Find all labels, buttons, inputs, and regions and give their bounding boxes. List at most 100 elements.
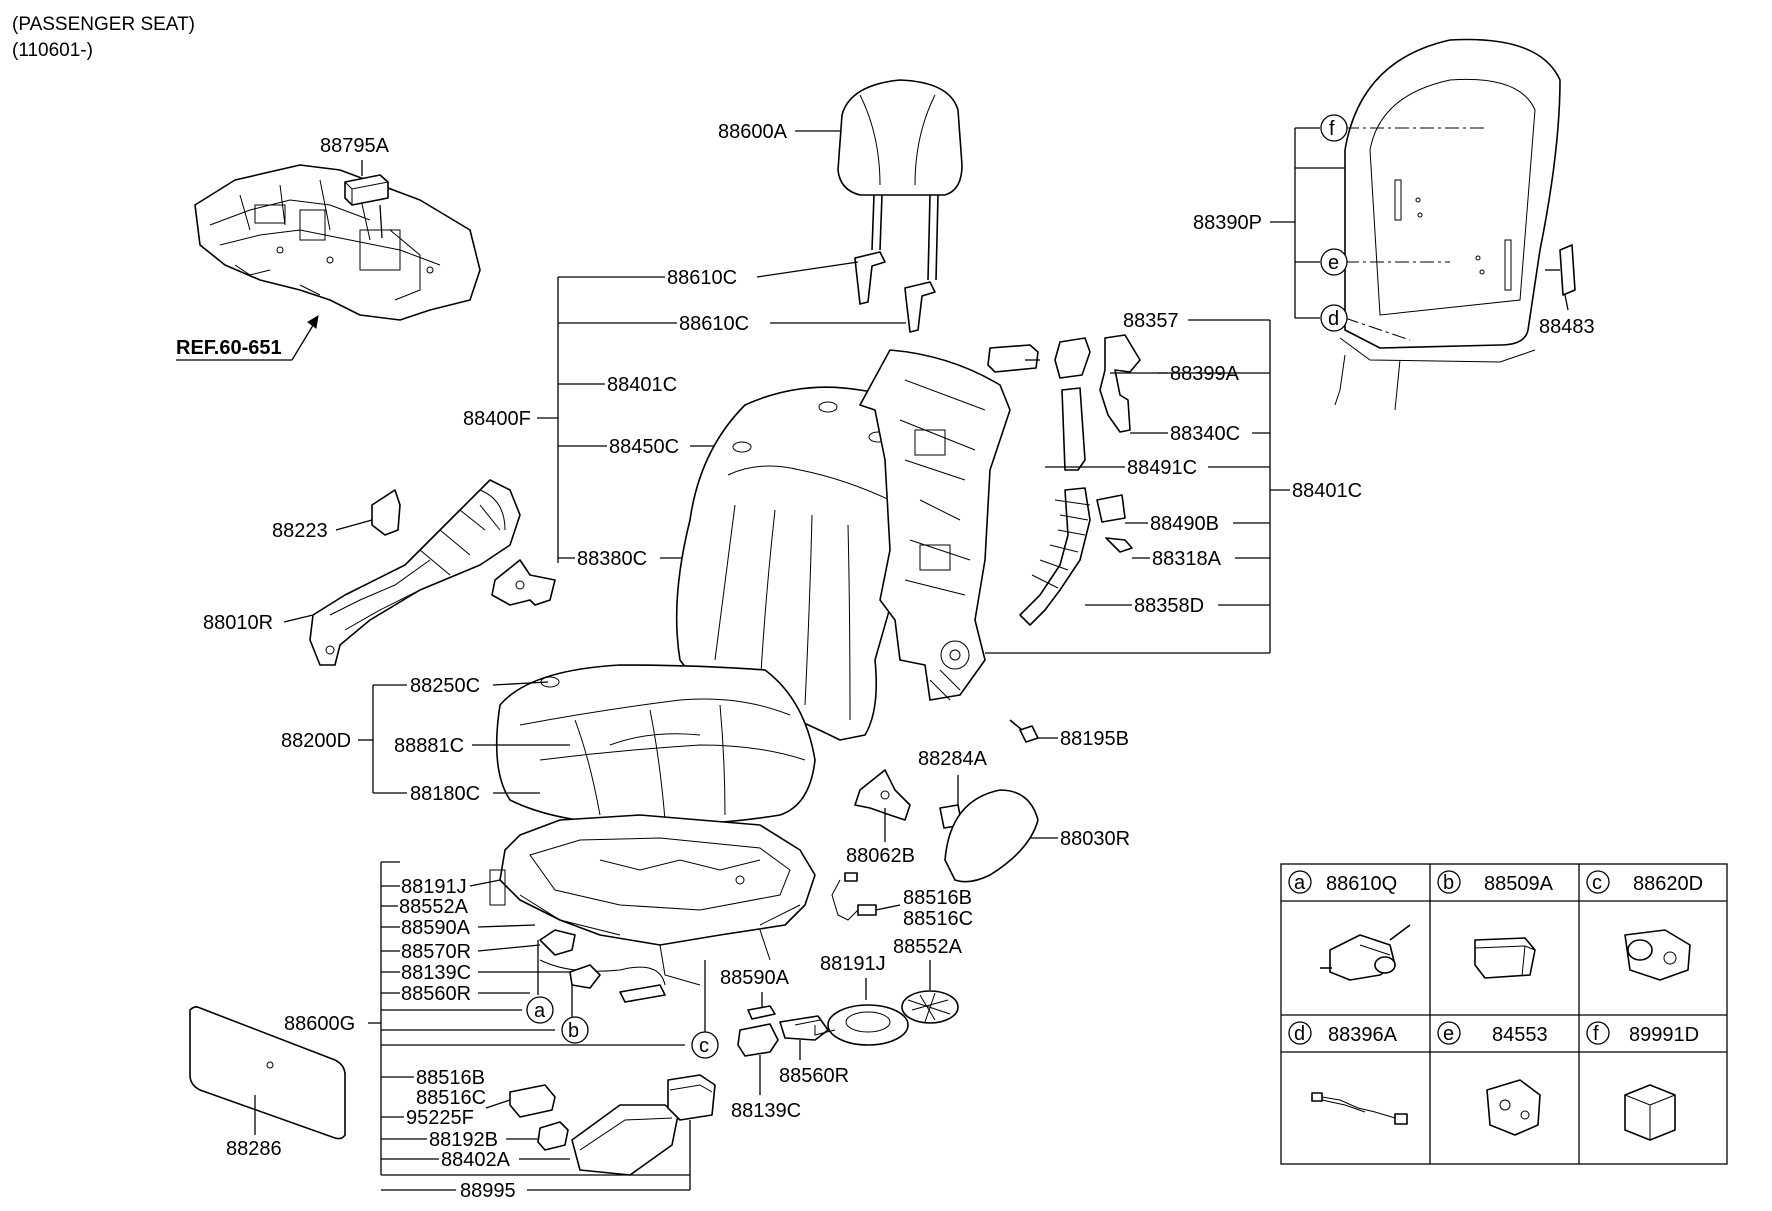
- label-88139C-1: 88139C: [401, 962, 471, 984]
- label-88250C: 88250C: [410, 675, 480, 697]
- legend-part-a: 88610Q: [1326, 873, 1397, 895]
- legend-image-c: [1624, 929, 1691, 981]
- label-88401C-1: 88401C: [607, 374, 677, 396]
- cushion-frame-drawing: [489, 814, 816, 986]
- callout-a-text: a: [534, 1000, 546, 1022]
- label-88400F: 88400F: [463, 408, 531, 430]
- label-88286: 88286: [226, 1138, 282, 1160]
- part-88191J: [814, 1004, 909, 1046]
- label-88881C: 88881C: [394, 735, 464, 757]
- seatback-board-drawing: [1334, 38, 1561, 411]
- legend-letter-e: e: [1443, 1023, 1454, 1045]
- label-88399A: 88399A: [1170, 363, 1240, 385]
- label-88450C: 88450C: [609, 436, 679, 458]
- callout-e: [1320, 248, 1348, 276]
- label-88560R-2: 88560R: [779, 1065, 849, 1087]
- label-88318A: 88318A: [1152, 548, 1222, 570]
- bolt-88195B: [1009, 719, 1039, 743]
- module-95225F: [509, 1084, 556, 1118]
- callout-c-text: c: [699, 1035, 709, 1057]
- label-88340C: 88340C: [1170, 423, 1240, 445]
- diagram-title: (PASSENGER SEAT): [12, 14, 195, 35]
- harness-drawing: [831, 872, 877, 921]
- label-88191J-1: 88191J: [401, 876, 467, 898]
- legend-letter-b: b: [1443, 872, 1454, 894]
- callout-a: [526, 996, 554, 1024]
- legend-circle-e: [1437, 1021, 1461, 1045]
- cushion-cover-drawing: [495, 664, 816, 826]
- label-88560R-1: 88560R: [401, 983, 471, 1005]
- legend-part-c: 88620D: [1633, 873, 1703, 895]
- hinge-bracket-drawing: [491, 559, 556, 606]
- label-88010R: 88010R: [203, 612, 273, 634]
- legend-image-b: [1474, 937, 1536, 979]
- legend-part-d: 88396A: [1328, 1024, 1398, 1046]
- legend-letter-a: a: [1294, 872, 1306, 894]
- label-88516B-1: 88516B: [903, 887, 972, 909]
- label-88610C-1: 88610C: [667, 267, 737, 289]
- legend-letter-d: d: [1294, 1023, 1305, 1045]
- label-88516B-2: 88516B: [416, 1067, 485, 1089]
- label-88390P: 88390P: [1193, 212, 1262, 234]
- rail-drawing: [619, 984, 666, 1003]
- ref-label: REF.60-651: [176, 337, 282, 359]
- legend-part-e: 84553: [1492, 1024, 1548, 1046]
- label-88139C-2: 88139C: [731, 1100, 801, 1122]
- label-88062B: 88062B: [846, 845, 915, 867]
- seatback-frame-drawing: [859, 349, 1011, 701]
- legend-circle-f: [1586, 1021, 1610, 1045]
- legend-circle-a: [1288, 870, 1312, 894]
- label-88223: 88223: [272, 520, 328, 542]
- legend-circle-c: [1586, 870, 1610, 894]
- part-88590A: [747, 1005, 776, 1020]
- sensor-module-drawing: [344, 174, 389, 206]
- legend-circle-d: [1288, 1021, 1312, 1045]
- legend-image-a: [1320, 924, 1411, 981]
- callout-d-text: d: [1328, 308, 1339, 330]
- headrest-guide-2: [904, 281, 936, 333]
- label-88552A-2: 88552A: [893, 936, 963, 958]
- cover-bracket-88223: [371, 489, 401, 536]
- label-88590A-2: 88590A: [720, 967, 790, 989]
- label-88552A-1: 88552A: [399, 896, 469, 918]
- label-88195B: 88195B: [1060, 728, 1129, 750]
- callout-b: [561, 1016, 589, 1044]
- label-88030R: 88030R: [1060, 828, 1130, 850]
- bracket-88062B: [854, 769, 911, 821]
- cover-88030R: [944, 789, 1039, 883]
- label-88995: 88995: [460, 1180, 516, 1202]
- module-88402A: [571, 1104, 679, 1176]
- part-88560R: [779, 1015, 829, 1041]
- callout-f: [1320, 114, 1348, 142]
- callout-d: [1320, 304, 1348, 332]
- legend-letter-f: f: [1593, 1023, 1599, 1045]
- label-95225F: 95225F: [406, 1107, 474, 1129]
- label-88200D: 88200D: [281, 730, 351, 752]
- diagram-code: (110601-): [12, 40, 93, 61]
- module-88192B: [537, 1121, 569, 1151]
- trim-panel-88286: [189, 1006, 346, 1140]
- floor-panel-drawing: [194, 164, 481, 321]
- label-88357: 88357: [1123, 310, 1179, 332]
- label-88491C: 88491C: [1127, 457, 1197, 479]
- label-88795A: 88795A: [320, 135, 390, 157]
- label-88180C: 88180C: [410, 783, 480, 805]
- callout-b-text: b: [568, 1020, 579, 1042]
- callout-c: [691, 1031, 719, 1059]
- label-88490B: 88490B: [1150, 513, 1219, 535]
- label-88600G: 88600G: [284, 1013, 355, 1035]
- label-88610C-2: 88610C: [679, 313, 749, 335]
- label-88191J-2: 88191J: [820, 953, 886, 975]
- legend-table: a 88610Q b 88509A c 88620D d 88396A e 84…: [1280, 863, 1728, 1165]
- headrest-drawing: [837, 79, 963, 281]
- label-88516C-2: 88516C: [416, 1087, 486, 1109]
- legend-part-f: 89991D: [1629, 1024, 1699, 1046]
- module-88995: [667, 1074, 716, 1121]
- callout-e-text: e: [1328, 252, 1339, 274]
- legend-part-b: 88509A: [1484, 873, 1554, 895]
- seatback-cover-drawing: [675, 386, 954, 741]
- legend-image-f: [1624, 1084, 1676, 1141]
- motor-a-drawing: [539, 929, 576, 956]
- label-88192B: 88192B: [429, 1129, 498, 1151]
